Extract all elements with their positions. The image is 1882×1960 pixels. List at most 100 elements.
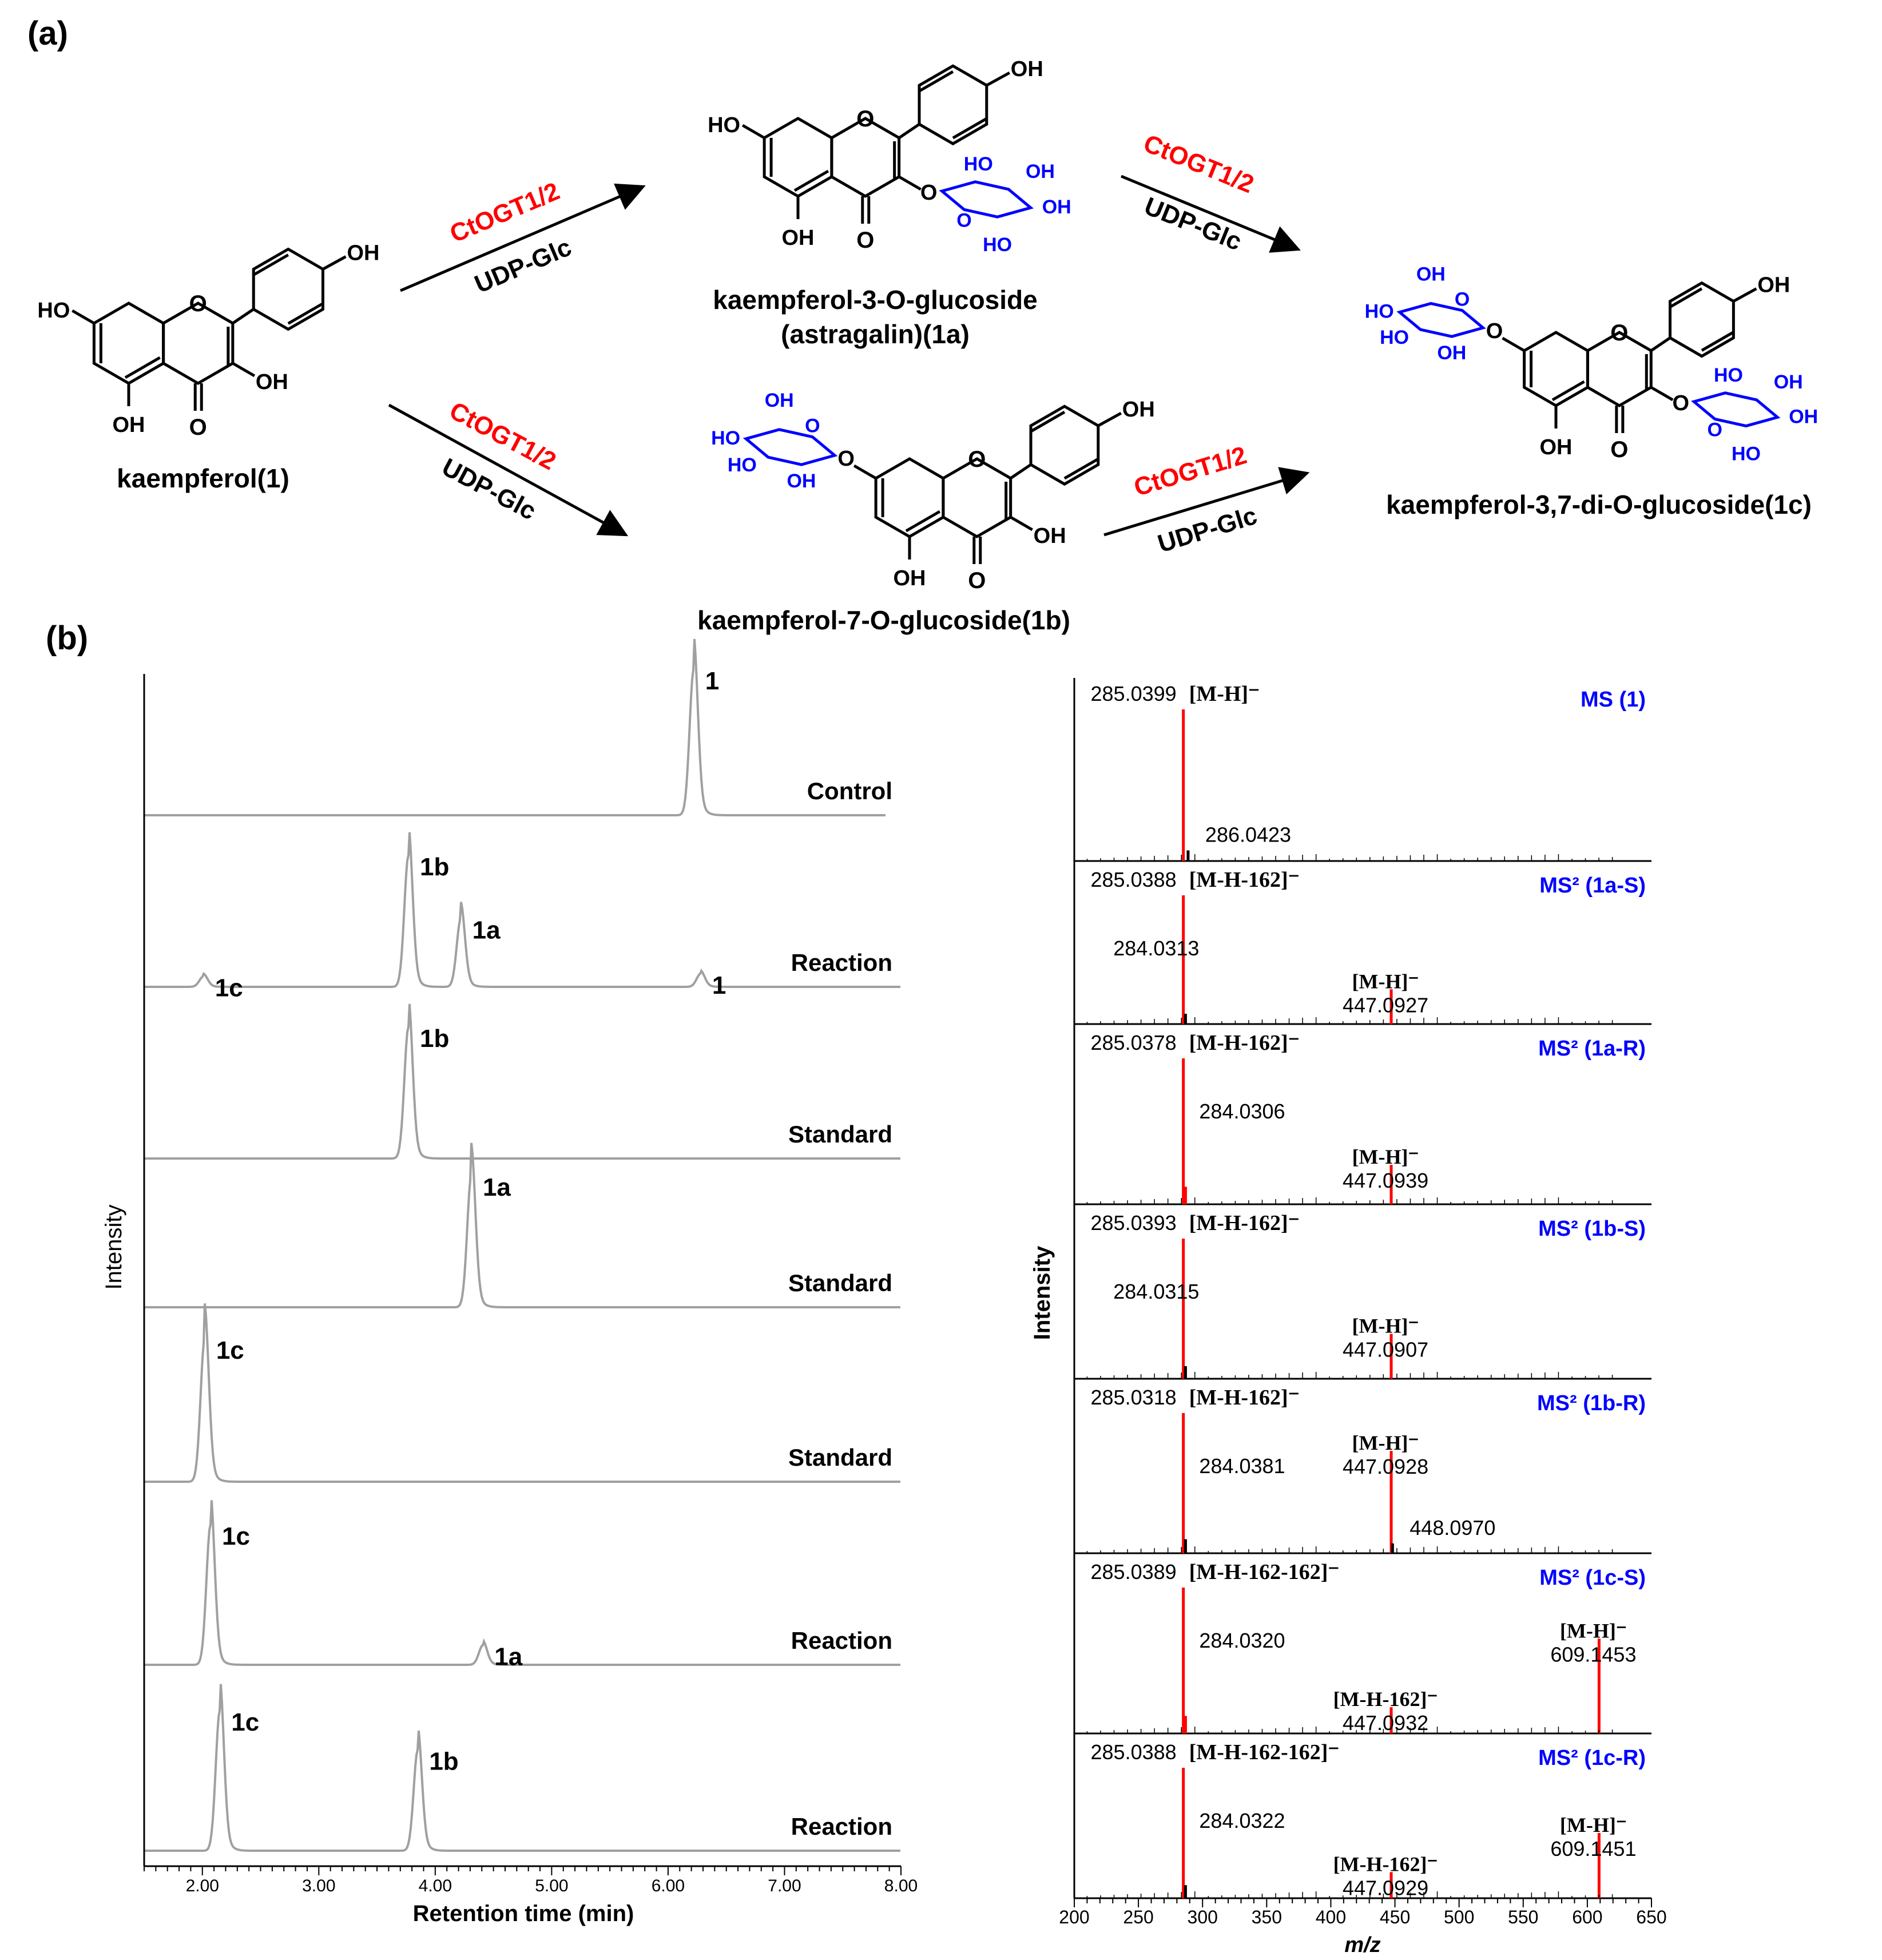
- peak-ion-label: [M-H-162]⁻: [1189, 1031, 1300, 1055]
- single-bond: [898, 175, 922, 191]
- double-bond: [1669, 287, 1703, 308]
- peak-mz-label: 447.0907: [1343, 1338, 1428, 1362]
- hydroxyl-label: HO: [964, 153, 993, 175]
- hydroxyl-label: OH: [347, 241, 379, 265]
- ms-y-axis-label: Intensity: [1030, 1245, 1055, 1340]
- peak-label: 1b: [429, 1748, 458, 1776]
- single-bond: [1097, 412, 1122, 427]
- single-bond: [1010, 463, 1032, 480]
- peak-mz-label: 609.1453: [1550, 1642, 1636, 1666]
- sugar-ring: [743, 428, 838, 466]
- x-tick-label: 5.00: [535, 1876, 568, 1895]
- peak-ion-label: [M-H]⁻: [1560, 1619, 1627, 1642]
- enzyme-label: CtOGT1/2: [1139, 129, 1258, 199]
- hydroxyl-label: HO: [1365, 301, 1394, 323]
- peak-label: 1c: [215, 974, 243, 1002]
- ms-x-axis-label: m/z: [1344, 1933, 1380, 1957]
- spectrum-title: MS² (1c-R): [1538, 1746, 1646, 1770]
- peak-ion-label: [M-H-162]⁻: [1189, 1211, 1300, 1235]
- trace-name: Standard: [788, 1121, 892, 1148]
- peak-ion-label: [M-H]⁻: [1560, 1814, 1627, 1836]
- x-tick-label: 6.00: [652, 1876, 685, 1895]
- chromatogram-x-axis-label: Retention time (min): [413, 1901, 634, 1926]
- hydroxyl-label: OH: [256, 370, 288, 394]
- single-bond: [853, 464, 877, 480]
- x-tick-label: 500: [1444, 1907, 1474, 1927]
- chromatogram-trace: [144, 832, 900, 988]
- ring-bond: [252, 247, 324, 331]
- peak-ion-label: [M-H]⁻: [1352, 1431, 1419, 1454]
- peak-mz-label: 285.0389: [1091, 1560, 1177, 1584]
- enzyme-label: CtOGT1/2: [446, 177, 563, 248]
- x-tick-label: 550: [1508, 1907, 1538, 1927]
- double-bond: [124, 356, 161, 379]
- donor-label: UDP-Glc: [471, 233, 575, 299]
- peak-mz-label: 447.0939: [1343, 1169, 1428, 1192]
- chromatogram-trace: [144, 1142, 900, 1308]
- peak-ion-label: [M-H]⁻: [1352, 1145, 1419, 1168]
- double-bond: [252, 253, 289, 276]
- single-bond: [986, 72, 1010, 87]
- enzyme-label: CtOGT1/2: [1131, 441, 1250, 502]
- hydroxyl-label: HO: [708, 113, 740, 137]
- peak-mz-label: 284.0313: [1113, 937, 1199, 960]
- single-bond: [72, 309, 95, 325]
- single-bond: [1502, 336, 1525, 352]
- trace-name: Reaction: [791, 1813, 892, 1840]
- hydroxyl-label: HO: [37, 299, 70, 323]
- peak-ion-label: [M-H-162-162]⁻: [1189, 1740, 1340, 1764]
- single-bond: [898, 123, 920, 140]
- double-bond: [793, 169, 829, 192]
- x-tick-label: 250: [1123, 1907, 1153, 1927]
- peak-ion-label: [M-H-162]⁻: [1333, 1852, 1438, 1875]
- peak-label: 1c: [222, 1522, 250, 1550]
- oxygen-label: O: [856, 106, 874, 132]
- hydroxyl-label: HO: [728, 454, 757, 476]
- hydroxyl-label: HO: [1732, 443, 1761, 465]
- compound-1c-name: kaempferol-3,7-di-O-glucoside(1c): [1386, 490, 1812, 519]
- chromatogram-trace: [144, 1684, 900, 1852]
- double-bond: [1551, 380, 1585, 402]
- single-bond: [322, 255, 347, 271]
- single-bond: [741, 124, 765, 140]
- peak-label: 1b: [420, 1025, 449, 1053]
- oxygen-label: O: [805, 415, 820, 437]
- peak-mz-label: 285.0393: [1091, 1211, 1177, 1235]
- hydroxyl-label: HO: [983, 234, 1012, 256]
- ring-bond: [874, 457, 945, 538]
- oxygen-label: O: [189, 415, 207, 440]
- peak-ion-label: [M-H-162-162]⁻: [1189, 1560, 1340, 1584]
- peak-mz-label: 285.0388: [1091, 1740, 1177, 1764]
- single-bond: [232, 308, 255, 325]
- oxygen-label: O: [189, 291, 207, 316]
- hydroxyl-label: OH: [1789, 406, 1818, 427]
- peak-label: 1: [705, 667, 719, 695]
- chromatogram-trace: [144, 1003, 900, 1160]
- hydroxyl-label: OH: [782, 226, 815, 250]
- peak-label: 1c: [216, 1336, 244, 1364]
- single-bond: [232, 362, 256, 378]
- spectrum-title: MS (1): [1581, 688, 1646, 712]
- oxygen-label: O: [968, 568, 986, 593]
- trace-name: Control: [807, 777, 892, 804]
- arrow-1-to-1b: CtOGT1/2 UDP-Glc: [388, 396, 629, 537]
- x-tick-label: 2.00: [186, 1876, 219, 1895]
- oxygen-label: O: [1672, 391, 1689, 415]
- ring-bond: [918, 64, 988, 146]
- spectrum-title: MS² (1a-R): [1538, 1037, 1646, 1061]
- trace-name: Standard: [788, 1269, 892, 1296]
- hydroxyl-label: HO: [711, 427, 740, 449]
- oxygen-label: O: [920, 181, 938, 205]
- peak-ion-label: [M-H]⁻: [1352, 970, 1419, 993]
- hydroxyl-label: OH: [1026, 161, 1055, 182]
- peak-mz-label: 447.0929: [1343, 1876, 1428, 1899]
- x-tick-label: 600: [1572, 1907, 1602, 1927]
- trace-name: Reaction: [791, 949, 892, 976]
- x-tick-label: 8.00: [884, 1876, 918, 1895]
- peak-ion-label: [M-H]⁻: [1352, 1315, 1419, 1338]
- double-bond: [287, 302, 324, 325]
- peak-mz-label: 285.0388: [1091, 868, 1177, 891]
